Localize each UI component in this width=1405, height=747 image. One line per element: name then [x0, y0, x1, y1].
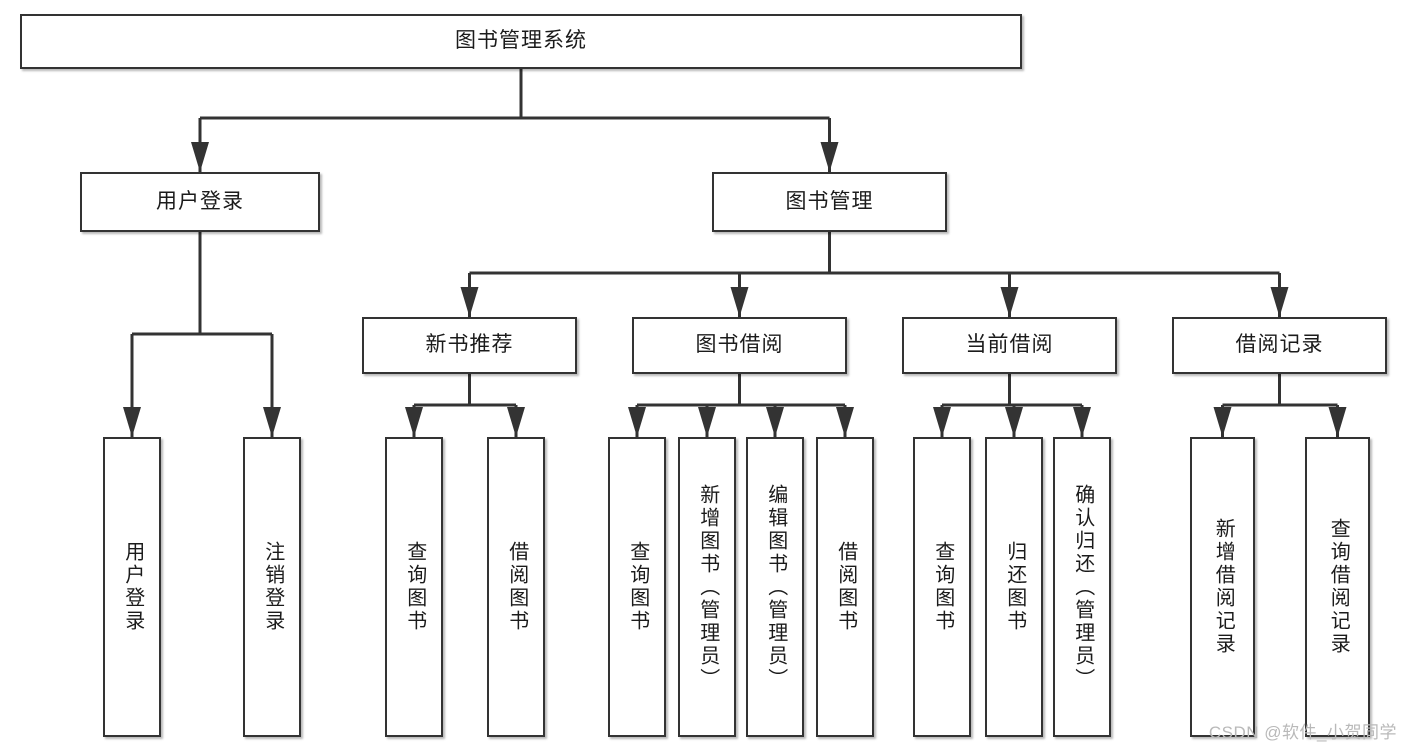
- arrowhead-icon-leaf-user-login: [123, 407, 141, 437]
- node-label-leaf-return-book: 归还图书: [1003, 541, 1026, 633]
- arrowhead-icon-current-borrow: [1000, 287, 1019, 317]
- node-label-leaf-add-book: 新增图书（管理员）: [696, 483, 719, 691]
- node-leaf-borrow-book-2[interactable]: 借阅图书: [816, 437, 874, 737]
- node-label-leaf-query-book-2: 查询图书: [626, 541, 649, 633]
- arrowhead-icon-leaf-add-record: [1213, 407, 1232, 437]
- node-label-leaf-borrow-book-2: 借阅图书: [834, 541, 857, 633]
- arrowhead-icon-leaf-edit-book: [766, 407, 784, 437]
- arrowhead-icon-leaf-query-book-2: [628, 407, 646, 437]
- node-label-leaf-borrow-book-1: 借阅图书: [505, 541, 528, 633]
- node-user-login[interactable]: 用户登录: [80, 172, 320, 232]
- arrowhead-icon-leaf-borrow-book-1: [507, 407, 525, 437]
- arrowhead-icon-leaf-user-logout: [263, 407, 281, 437]
- arrowhead-icon-borrow-record: [1270, 287, 1289, 317]
- edges-group: [123, 69, 1347, 437]
- node-label-leaf-add-record: 新增借阅记录: [1212, 518, 1235, 656]
- arrowhead-icon-leaf-return-book: [1005, 407, 1023, 437]
- node-label-root: 图书管理系统: [455, 29, 587, 53]
- arrowhead-icon-user-login: [191, 142, 209, 172]
- node-leaf-confirm-return[interactable]: 确认归还（管理员）: [1053, 437, 1111, 737]
- node-leaf-edit-book[interactable]: 编辑图书（管理员）: [746, 437, 804, 737]
- node-leaf-query-book-2[interactable]: 查询图书: [608, 437, 666, 737]
- arrowhead-icon-leaf-query-record: [1328, 407, 1347, 437]
- arrowhead-icon-leaf-query-book-1: [405, 407, 423, 437]
- node-leaf-user-logout[interactable]: 注销登录: [243, 437, 301, 737]
- node-book-manage[interactable]: 图书管理: [712, 172, 947, 232]
- node-label-book-borrow: 图书借阅: [695, 333, 784, 357]
- node-label-leaf-query-record: 查询借阅记录: [1327, 518, 1350, 656]
- node-leaf-return-book[interactable]: 归还图书: [985, 437, 1043, 737]
- node-label-book-manage: 图书管理: [785, 189, 874, 213]
- node-current-borrow[interactable]: 当前借阅: [902, 317, 1117, 374]
- node-leaf-query-record[interactable]: 查询借阅记录: [1305, 437, 1370, 737]
- node-borrow-record[interactable]: 借阅记录: [1172, 317, 1387, 374]
- node-book-borrow[interactable]: 图书借阅: [632, 317, 847, 374]
- node-leaf-borrow-book-1[interactable]: 借阅图书: [487, 437, 545, 737]
- arrowhead-icon-leaf-borrow-book-2: [836, 407, 854, 437]
- node-label-leaf-query-book-3: 查询图书: [931, 541, 954, 633]
- watermark-text: CSDN @软件_小贺同学: [1208, 723, 1397, 742]
- node-label-leaf-query-book-1: 查询图书: [403, 541, 426, 633]
- node-leaf-add-record[interactable]: 新增借阅记录: [1190, 437, 1255, 737]
- arrowhead-icon-leaf-confirm-return: [1073, 407, 1091, 437]
- arrowhead-icon-new-book-rec: [460, 287, 479, 317]
- arrowhead-icon-leaf-query-book-3: [933, 407, 951, 437]
- node-label-leaf-user-login: 用户登录: [121, 541, 144, 633]
- arrowhead-icon-book-manage: [820, 142, 839, 172]
- node-label-leaf-edit-book: 编辑图书（管理员）: [764, 483, 787, 691]
- arrowhead-icon-leaf-add-book: [698, 407, 716, 437]
- node-label-leaf-confirm-return: 确认归还（管理员）: [1071, 483, 1094, 691]
- node-root[interactable]: 图书管理系统: [20, 14, 1022, 69]
- node-leaf-query-book-3[interactable]: 查询图书: [913, 437, 971, 737]
- node-label-user-login: 用户登录: [156, 189, 244, 213]
- node-leaf-query-book-1[interactable]: 查询图书: [385, 437, 443, 737]
- node-label-current-borrow: 当前借阅: [965, 333, 1054, 357]
- node-leaf-user-login[interactable]: 用户登录: [103, 437, 161, 737]
- arrowhead-icon-book-borrow: [730, 287, 749, 317]
- node-leaf-add-book[interactable]: 新增图书（管理员）: [678, 437, 736, 737]
- node-label-new-book-rec: 新书推荐: [425, 333, 514, 357]
- node-label-borrow-record: 借阅记录: [1235, 333, 1324, 357]
- node-label-leaf-user-logout: 注销登录: [261, 541, 284, 633]
- node-new-book-rec[interactable]: 新书推荐: [362, 317, 577, 374]
